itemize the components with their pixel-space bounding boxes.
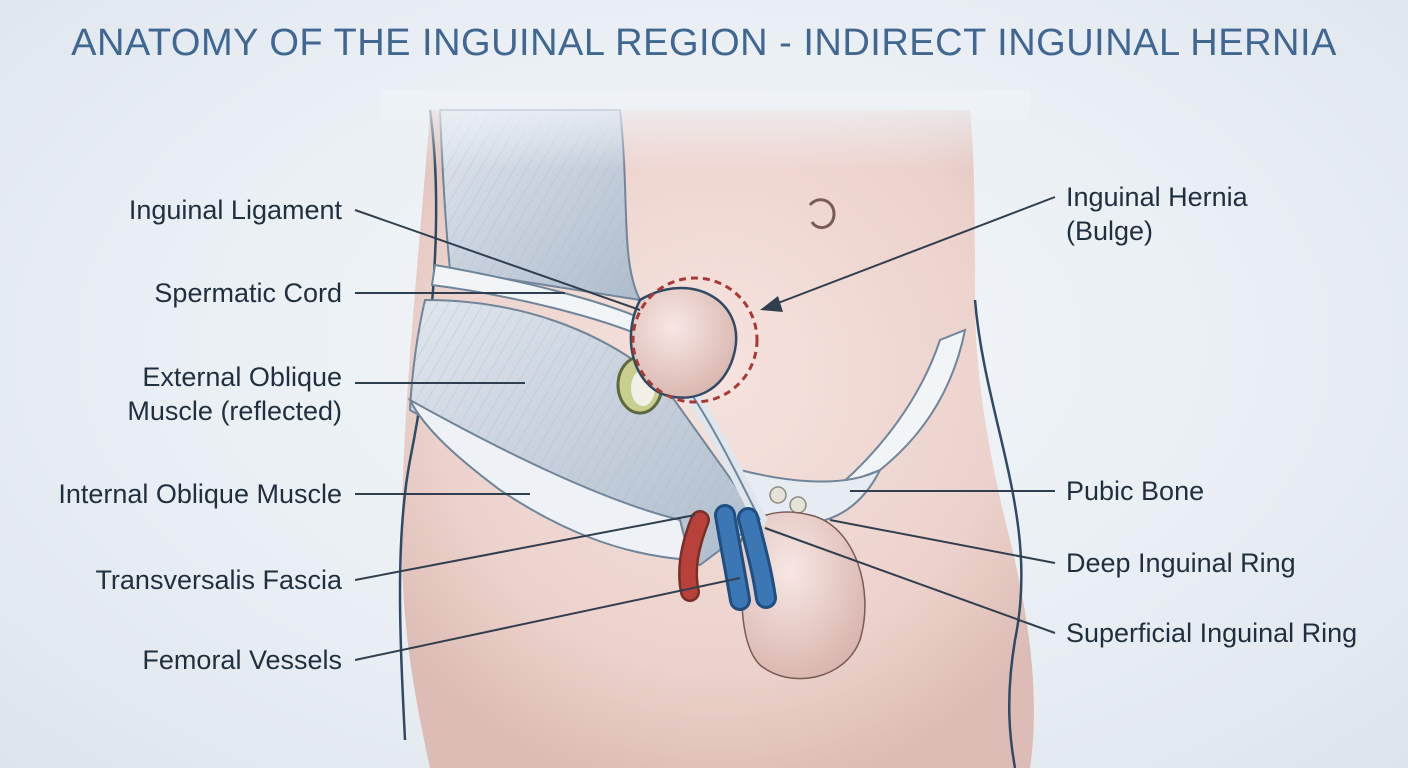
label-deep-inguinal-ring: Deep Inguinal Ring xyxy=(1066,548,1296,578)
label-spermatic-cord: Spermatic Cord xyxy=(154,278,342,308)
pubic-bone-left xyxy=(769,486,787,504)
leader-superficial-inguinal-ring xyxy=(764,527,1056,634)
label-internal-oblique: Internal Oblique Muscle xyxy=(58,479,342,509)
navel xyxy=(808,198,836,230)
leader-inguinal-ligament xyxy=(354,209,641,311)
label-external-oblique: External Oblique Muscle (reflected) xyxy=(127,362,342,426)
leader-inguinal-hernia xyxy=(764,196,1056,309)
label-inguinal-ligament: Inguinal Ligament xyxy=(128,195,342,225)
pubic-bone-right xyxy=(789,496,807,514)
leader-femoral-vessels xyxy=(354,577,741,661)
transversalis-fascia-shape xyxy=(407,397,692,562)
hernia-dashed-circle xyxy=(631,276,759,404)
label-transversalis-fascia: Transversalis Fascia xyxy=(95,565,342,595)
label-superficial-inguinal-ring: Superficial Inguinal Ring xyxy=(1066,618,1358,648)
right-thigh-contour xyxy=(973,299,1023,768)
leader-transversalis-fascia xyxy=(354,514,696,581)
label-inguinal-hernia: Inguinal Hernia (Bulge) xyxy=(1066,182,1248,246)
leader-deep-inguinal-ring xyxy=(829,519,1056,564)
left-thigh-contour xyxy=(398,109,438,741)
page-title: ANATOMY OF THE INGUINAL REGION - INDIREC… xyxy=(71,22,1337,64)
arrowhead-inguinal-hernia xyxy=(760,296,783,312)
label-femoral-vessels: Femoral Vessels xyxy=(142,645,342,675)
hernia-bulge-shape xyxy=(629,286,738,399)
label-pubic-bone: Pubic Bone xyxy=(1066,476,1205,506)
